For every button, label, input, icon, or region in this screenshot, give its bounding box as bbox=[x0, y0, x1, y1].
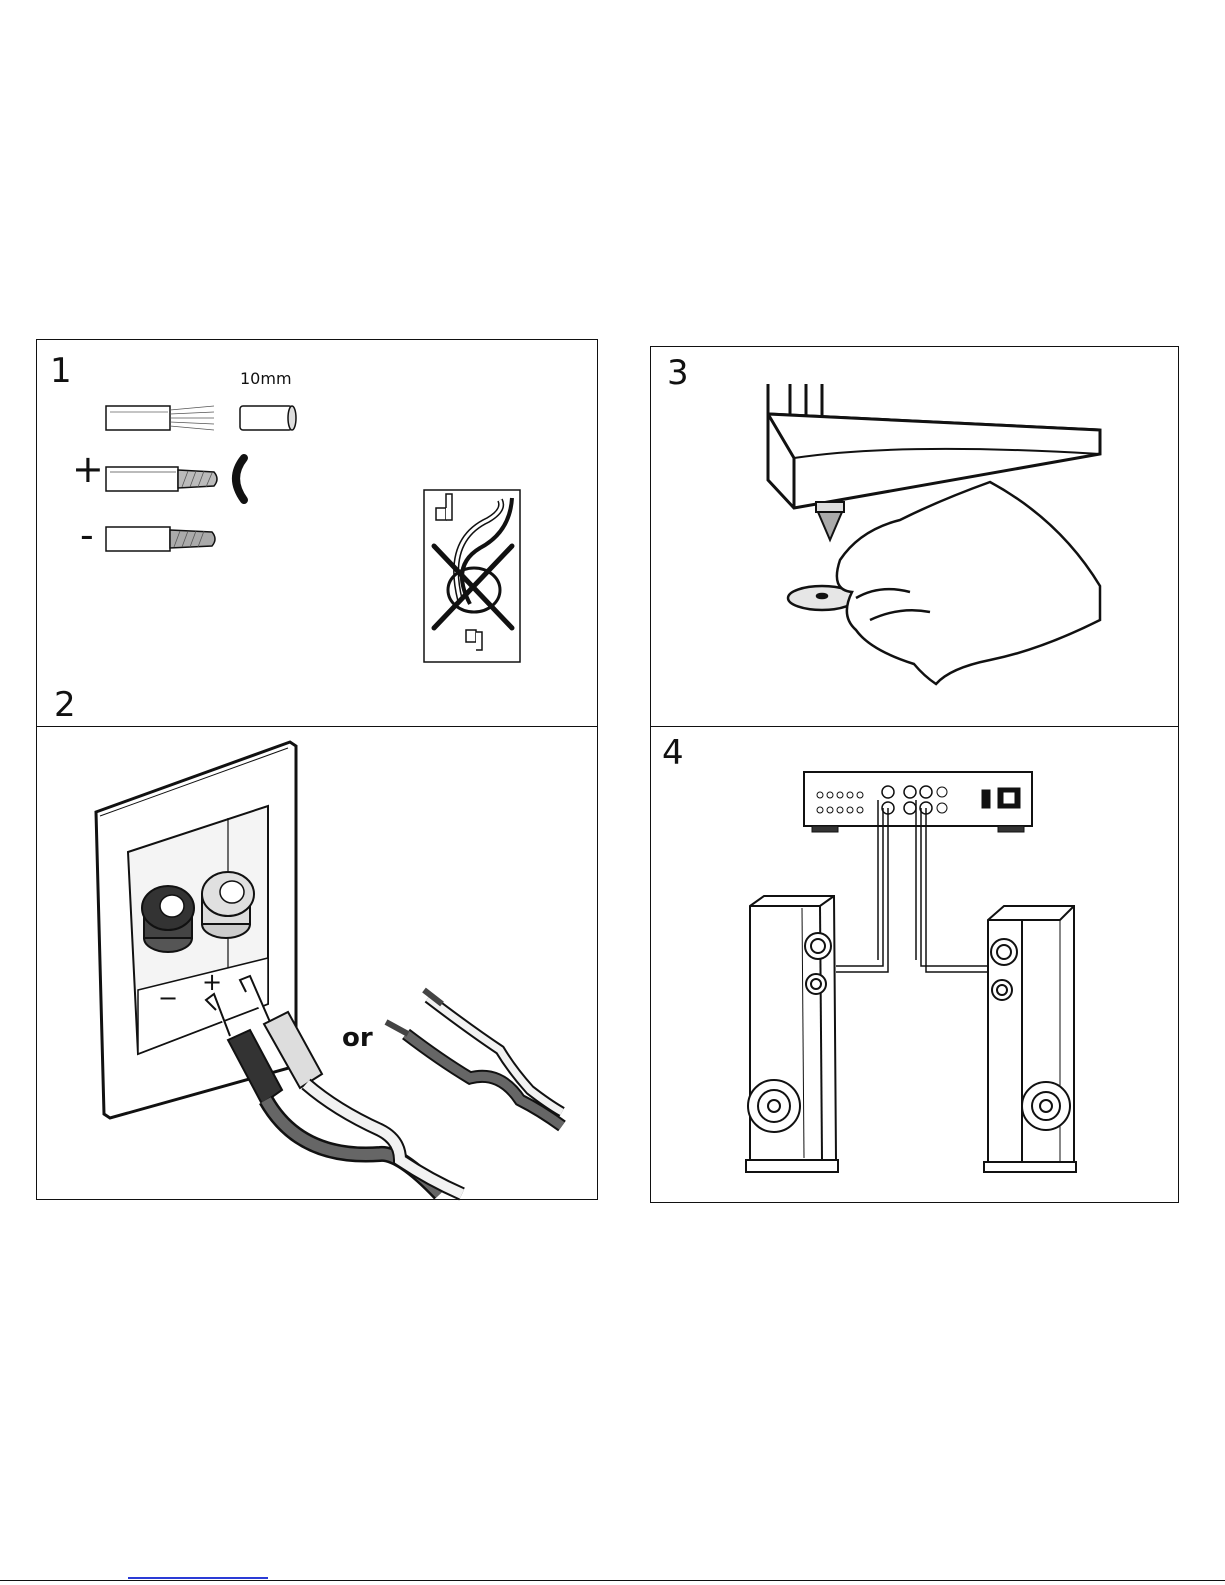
left-tower-speaker bbox=[746, 896, 838, 1172]
page-bottom-rule bbox=[0, 1580, 1225, 1581]
footer-link-underline[interactable] bbox=[128, 1577, 268, 1579]
right-tower-speaker bbox=[984, 906, 1076, 1172]
amplifier-rear-panel bbox=[804, 772, 1032, 832]
